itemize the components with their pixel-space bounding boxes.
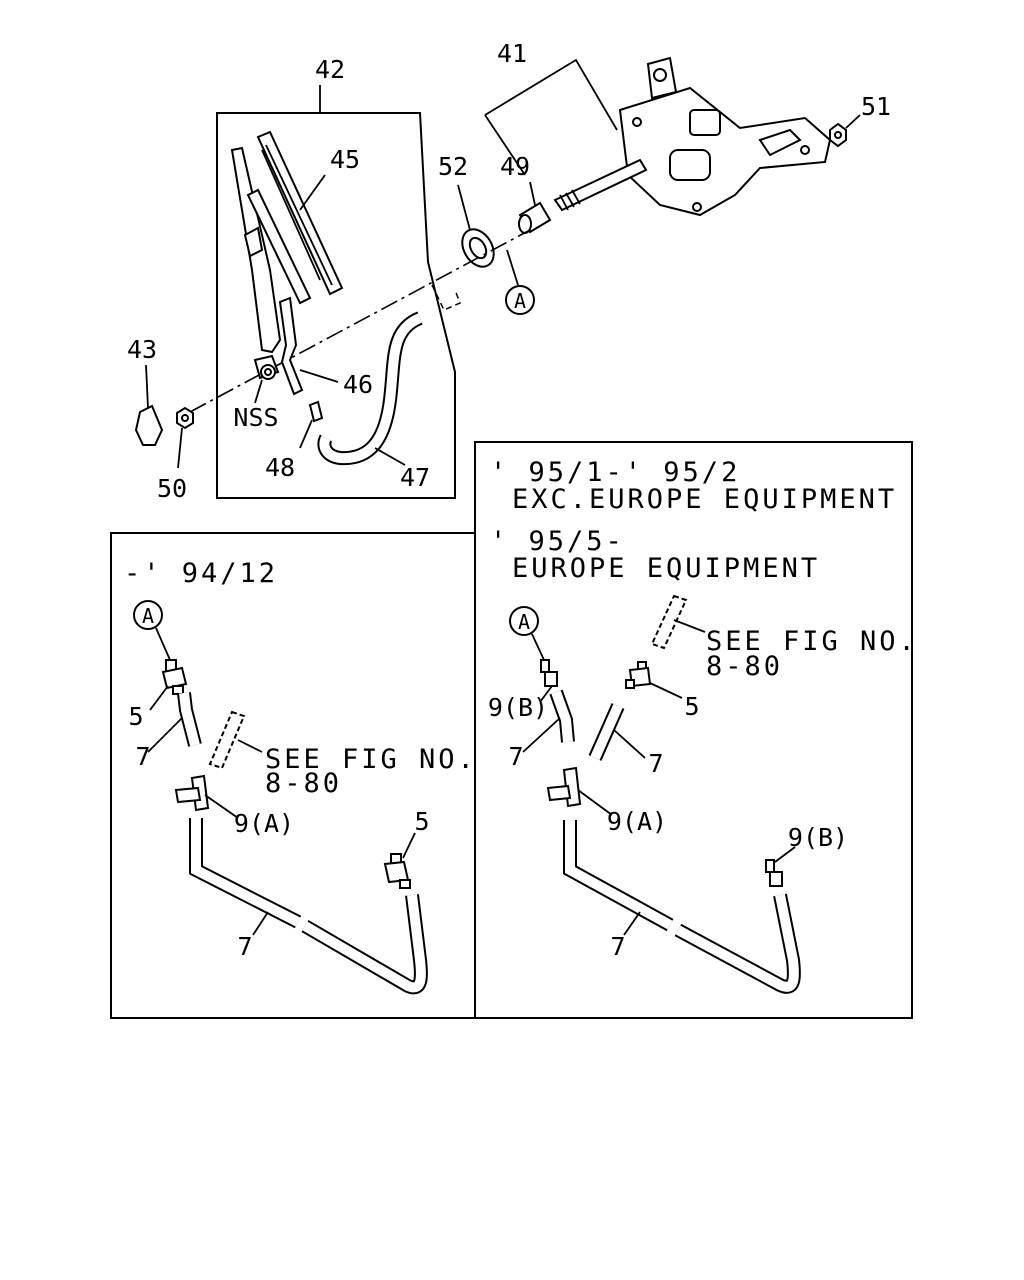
left-see-fig-2: 8-80 — [265, 768, 342, 799]
right-label-7a: 7 — [508, 742, 523, 771]
callout-a-top: A — [505, 249, 535, 315]
right-label-7b: 7 — [648, 749, 663, 778]
left-hose-dashed — [208, 710, 263, 770]
left-label-5a: 5 — [128, 702, 143, 731]
right-callout-a-text: A — [518, 610, 530, 634]
right-cond1-date: ' 95/1-' 95/2 — [490, 457, 740, 488]
nut-50 — [176, 406, 194, 469]
left-check-valve-right — [383, 832, 416, 889]
left-check-valve-top — [149, 659, 188, 711]
wiper-assembly: A — [127, 39, 891, 503]
label-43: 43 — [127, 335, 157, 364]
right-see-fig-1: SEE FIG NO. — [706, 626, 918, 657]
right-panel: ' 95/1-' 95/2 EXC.EUROPE EQUIPMENT ' 95/… — [474, 441, 918, 1019]
left-label-5b: 5 — [414, 807, 429, 836]
right-tjoint-9a — [546, 766, 613, 816]
label-46: 46 — [343, 370, 373, 399]
label-42: 42 — [315, 55, 345, 84]
bracket-41 — [484, 58, 618, 176]
right-label-9b-bottom: 9(B) — [788, 823, 848, 852]
label-nss: NSS — [233, 403, 278, 432]
left-label-9a: 9(A) — [234, 809, 294, 838]
hidden-line — [431, 284, 461, 311]
right-check-valve — [625, 661, 683, 699]
bushing-49 — [518, 181, 552, 234]
label-51: 51 — [861, 92, 891, 121]
right-callout-a — [509, 606, 539, 636]
right-label-7c: 7 — [610, 932, 625, 961]
right-joint-9b-top — [539, 659, 558, 703]
label-41: 41 — [497, 39, 527, 68]
label-45: 45 — [330, 145, 360, 174]
right-hose-dashed — [650, 594, 706, 650]
center-axis — [189, 229, 531, 413]
joint-48 — [299, 400, 324, 449]
right-label-9b-top: 9(B) — [488, 693, 548, 722]
label-49: 49 — [500, 152, 530, 181]
left-panel: -' 94/12 A SEE FIG NO. 8-80 — [110, 532, 477, 1019]
left-label-7a: 7 — [135, 742, 150, 771]
right-panel-frame — [474, 441, 913, 1019]
label-47: 47 — [400, 463, 430, 492]
wiper-motor — [553, 56, 832, 217]
seal-52 — [457, 184, 495, 268]
right-cond2-date: ' 95/5- — [490, 526, 625, 557]
left-panel-date: -' 94/12 — [124, 558, 278, 589]
wiper-arm — [230, 146, 282, 404]
left-label-7b: 7 — [237, 932, 252, 961]
wiper-blade — [246, 130, 344, 305]
nozzle-46 — [278, 296, 339, 396]
nut-51 — [829, 114, 861, 148]
label-48: 48 — [265, 453, 295, 482]
left-see-fig-1: SEE FIG NO. — [265, 744, 477, 775]
cap-43 — [134, 364, 164, 446]
right-cond2-text: EUROPE EQUIPMENT — [512, 553, 820, 584]
group-box-42 — [216, 112, 456, 499]
left-tjoint-9a — [174, 774, 239, 819]
right-label-5: 5 — [684, 692, 699, 721]
label-50: 50 — [157, 474, 187, 503]
right-joint-9b-bottom — [765, 846, 796, 887]
right-cond1-text: EXC.EUROPE EQUIPMENT — [512, 484, 897, 515]
right-see-fig-2: 8-80 — [706, 651, 783, 682]
hose-47 — [317, 311, 424, 466]
left-callout-a — [133, 600, 163, 630]
label-52: 52 — [438, 152, 468, 181]
right-label-9a: 9(A) — [607, 807, 667, 836]
left-callout-a-text: A — [142, 604, 154, 628]
callout-a-top-text: A — [514, 289, 526, 313]
